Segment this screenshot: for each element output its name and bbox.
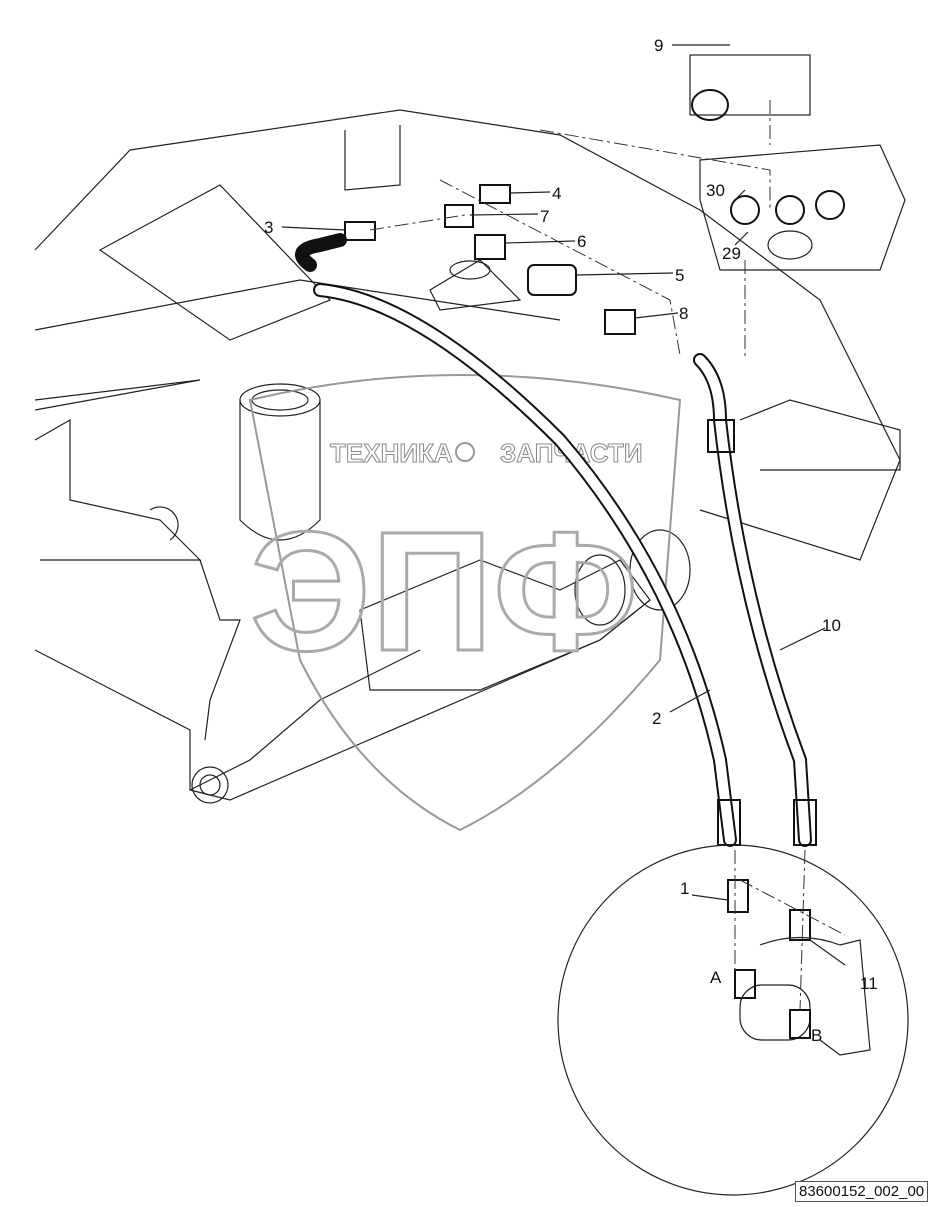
fittings xyxy=(344,184,811,941)
dash-lines xyxy=(369,100,846,1011)
watermark: ТЕХНИКА ЗАПЧАСТИ ЭПФ xyxy=(249,374,682,832)
valve-block xyxy=(689,54,906,271)
motor-detail-circle xyxy=(557,844,909,1196)
callout-5: 5 xyxy=(675,266,684,285)
callout-A: A xyxy=(710,968,722,987)
svg-text:ЭПФ: ЭПФ xyxy=(250,497,638,687)
machine-frame xyxy=(34,109,901,804)
callout-29: 29 xyxy=(722,244,741,263)
callout-labels: 9 3 4 7 6 5 8 30 29 10 2 1 A 11 B xyxy=(264,36,878,1045)
callout-2: 2 xyxy=(652,709,661,728)
callout-9: 9 xyxy=(654,36,663,55)
callout-11: 11 xyxy=(860,974,878,993)
callout-1: 1 xyxy=(680,879,689,898)
callout-10: 10 xyxy=(822,616,841,635)
reference-code: 83600152_002_00 xyxy=(795,1181,929,1202)
callout-30: 30 xyxy=(706,181,725,200)
callout-6: 6 xyxy=(577,232,586,251)
callout-8: 8 xyxy=(679,304,688,323)
callout-leaders xyxy=(281,44,846,966)
callout-7: 7 xyxy=(540,207,549,226)
hoses xyxy=(295,233,817,847)
callout-3: 3 xyxy=(264,218,273,237)
callout-B: B xyxy=(811,1026,822,1045)
callout-4: 4 xyxy=(552,184,561,203)
svg-text:ТЕХНИКА: ТЕХНИКА xyxy=(330,438,453,468)
